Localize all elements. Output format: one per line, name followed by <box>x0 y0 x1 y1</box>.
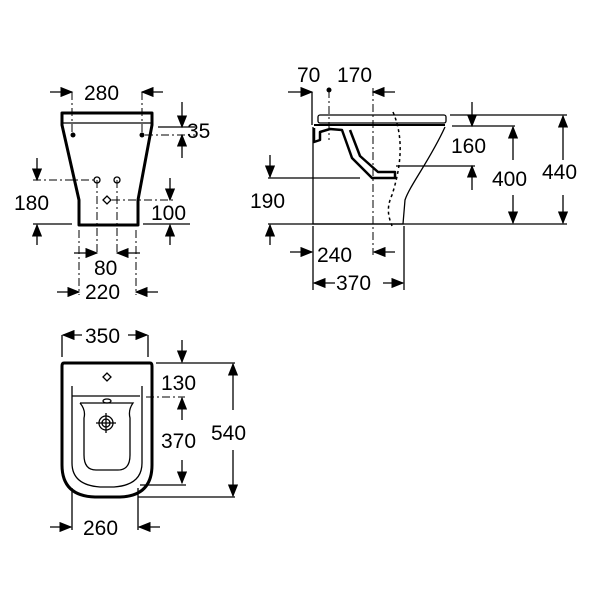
dim-80: 80 <box>94 257 117 280</box>
dim-220: 220 <box>85 281 120 304</box>
dim-370-bowl: 370 <box>161 430 196 453</box>
front-view: 280 35 180 100 80 220 <box>14 82 210 304</box>
dim-440: 440 <box>542 161 577 184</box>
dim-170: 170 <box>337 64 372 87</box>
dim-35: 35 <box>187 120 210 143</box>
dim-280: 280 <box>84 82 119 105</box>
dim-100: 100 <box>151 202 186 225</box>
dim-180: 180 <box>14 192 49 215</box>
side-view: 70 170 160 400 440 190 240 370 <box>250 64 577 295</box>
dim-350: 350 <box>85 325 120 348</box>
dim-540: 540 <box>211 422 246 445</box>
dim-190: 190 <box>250 190 285 213</box>
dim-400: 400 <box>492 168 527 191</box>
top-view: 350 130 370 540 260 <box>50 325 246 540</box>
dim-160: 160 <box>451 135 486 158</box>
dim-240: 240 <box>317 244 352 267</box>
dim-370: 370 <box>336 272 371 295</box>
dim-260: 260 <box>83 517 118 540</box>
dim-130: 130 <box>161 372 196 395</box>
dim-70: 70 <box>297 64 320 87</box>
